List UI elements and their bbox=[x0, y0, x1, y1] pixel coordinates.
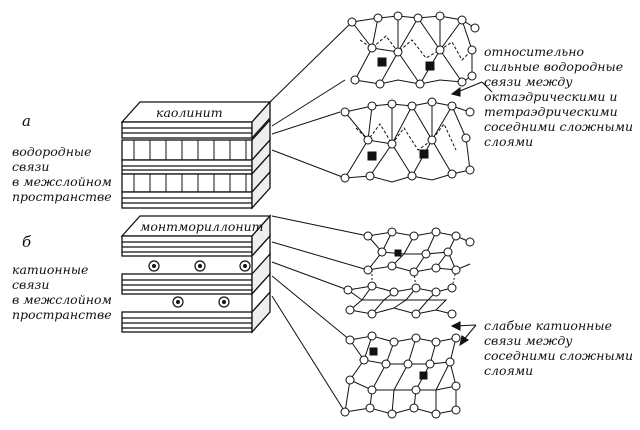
montmorillonite-lattice bbox=[344, 231, 471, 415]
label-line: сильные водородные bbox=[484, 59, 624, 74]
kaolinite-atoms bbox=[340, 11, 480, 183]
montmorillonite-stack bbox=[120, 214, 272, 334]
label-line: слоями bbox=[484, 363, 534, 378]
kaolinite-stack bbox=[120, 100, 272, 210]
label-line: слабые катионные bbox=[484, 318, 612, 333]
label-line: связи между bbox=[484, 74, 573, 89]
kaolinite-title: каолинит bbox=[156, 105, 223, 120]
label-line: пространстве bbox=[12, 189, 112, 204]
label-line: в межслойном bbox=[12, 292, 112, 307]
panel-b-letter: б bbox=[22, 233, 32, 251]
kaolinite-lattice bbox=[344, 15, 476, 183]
label-line: связи bbox=[12, 159, 50, 174]
cation-symbols bbox=[148, 260, 251, 308]
montmorillonite-title: монтмориллонит bbox=[140, 219, 264, 234]
kaolinite-right-label: относительно сильные водородные связи ме… bbox=[484, 44, 633, 149]
label-line: связи между bbox=[484, 333, 573, 348]
label-line: связи bbox=[12, 277, 50, 292]
montmorillonite-atoms bbox=[340, 227, 475, 419]
label-line: относительно bbox=[484, 44, 584, 59]
label-line: октаэдрическими и bbox=[484, 89, 618, 104]
label-line: водородные bbox=[12, 144, 92, 159]
connector-lines bbox=[269, 21, 369, 413]
label-line: в межслойном bbox=[12, 174, 112, 189]
label-line: соседними сложными bbox=[484, 348, 634, 363]
label-line: пространстве bbox=[12, 307, 112, 322]
kaolinite-bond-label: водородные связи в межслойном пространст… bbox=[12, 144, 112, 204]
label-line: катионные bbox=[12, 262, 89, 277]
panel-a-letter: а bbox=[22, 112, 31, 130]
montmorillonite-right-label: слабые катионные связи между соседними с… bbox=[484, 318, 633, 378]
label-line: слоями bbox=[484, 134, 534, 149]
label-line: тетраэдрическими bbox=[484, 104, 618, 119]
montmorillonite-bond-label: катионные связи в межслойном пространств… bbox=[12, 262, 112, 322]
pointer-arrows bbox=[450, 81, 493, 347]
label-line: соседними сложными bbox=[484, 119, 634, 134]
